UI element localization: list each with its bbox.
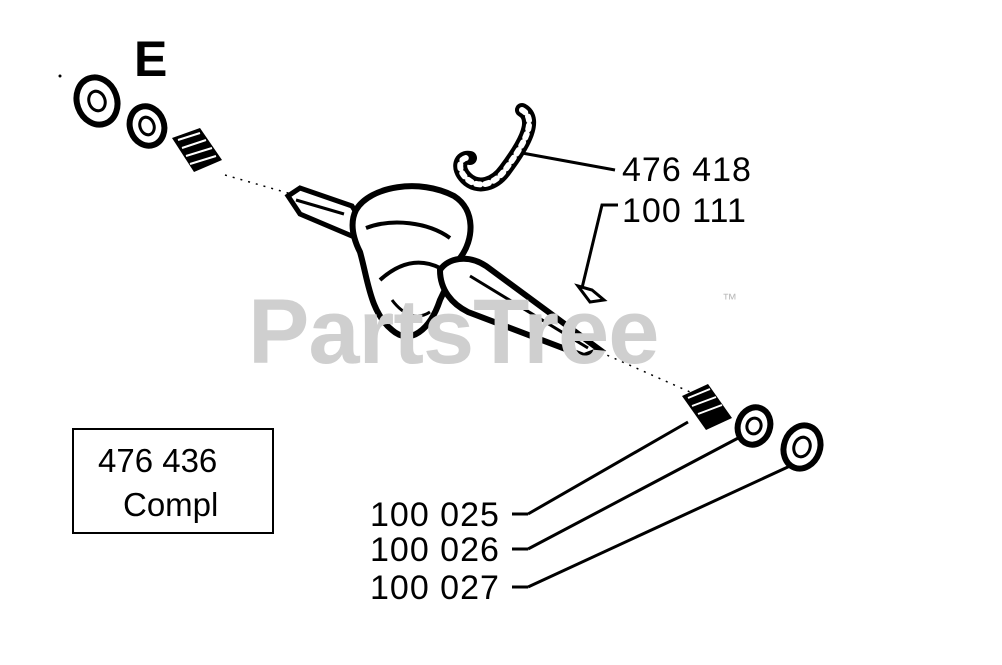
section-letter: E [134, 31, 168, 87]
kit-box: 476 436 Compl [72, 428, 274, 534]
kit-label: Compl [123, 486, 219, 523]
leader-line-100025 [527, 420, 689, 516]
axis-line-lower [599, 351, 691, 393]
trademark-symbol: ™ [722, 291, 737, 308]
kit-part-number: 476 436 [98, 442, 218, 479]
thrust-washer-right [734, 404, 774, 448]
leader-line-100027 [527, 464, 791, 589]
callout-label-thrust-washer: 100 026 [370, 531, 500, 569]
callout-label-needle-bearing: 100 025 [370, 496, 500, 534]
watermark-text: PartsTree [248, 281, 659, 383]
leader-line-100111 [580, 203, 618, 289]
callout-label-ball-bearing: 100 027 [370, 569, 500, 607]
axis-line [224, 174, 296, 196]
ball-bearing-right [780, 422, 824, 472]
needle-bearing-right [682, 384, 732, 430]
crankshaft [284, 183, 607, 360]
axis-dot [58, 74, 62, 78]
ball-bearing-left [73, 74, 121, 128]
thrust-washer-left [126, 103, 168, 149]
needle-bearing-left [172, 128, 222, 172]
chain-link-part [453, 103, 537, 192]
callout-label-key: 100 111 [622, 192, 747, 230]
callout-label-chain-link: 476 418 [622, 151, 752, 189]
leader-line-100026 [527, 434, 743, 551]
leader-line-476418 [521, 151, 616, 172]
key-part [574, 283, 608, 304]
